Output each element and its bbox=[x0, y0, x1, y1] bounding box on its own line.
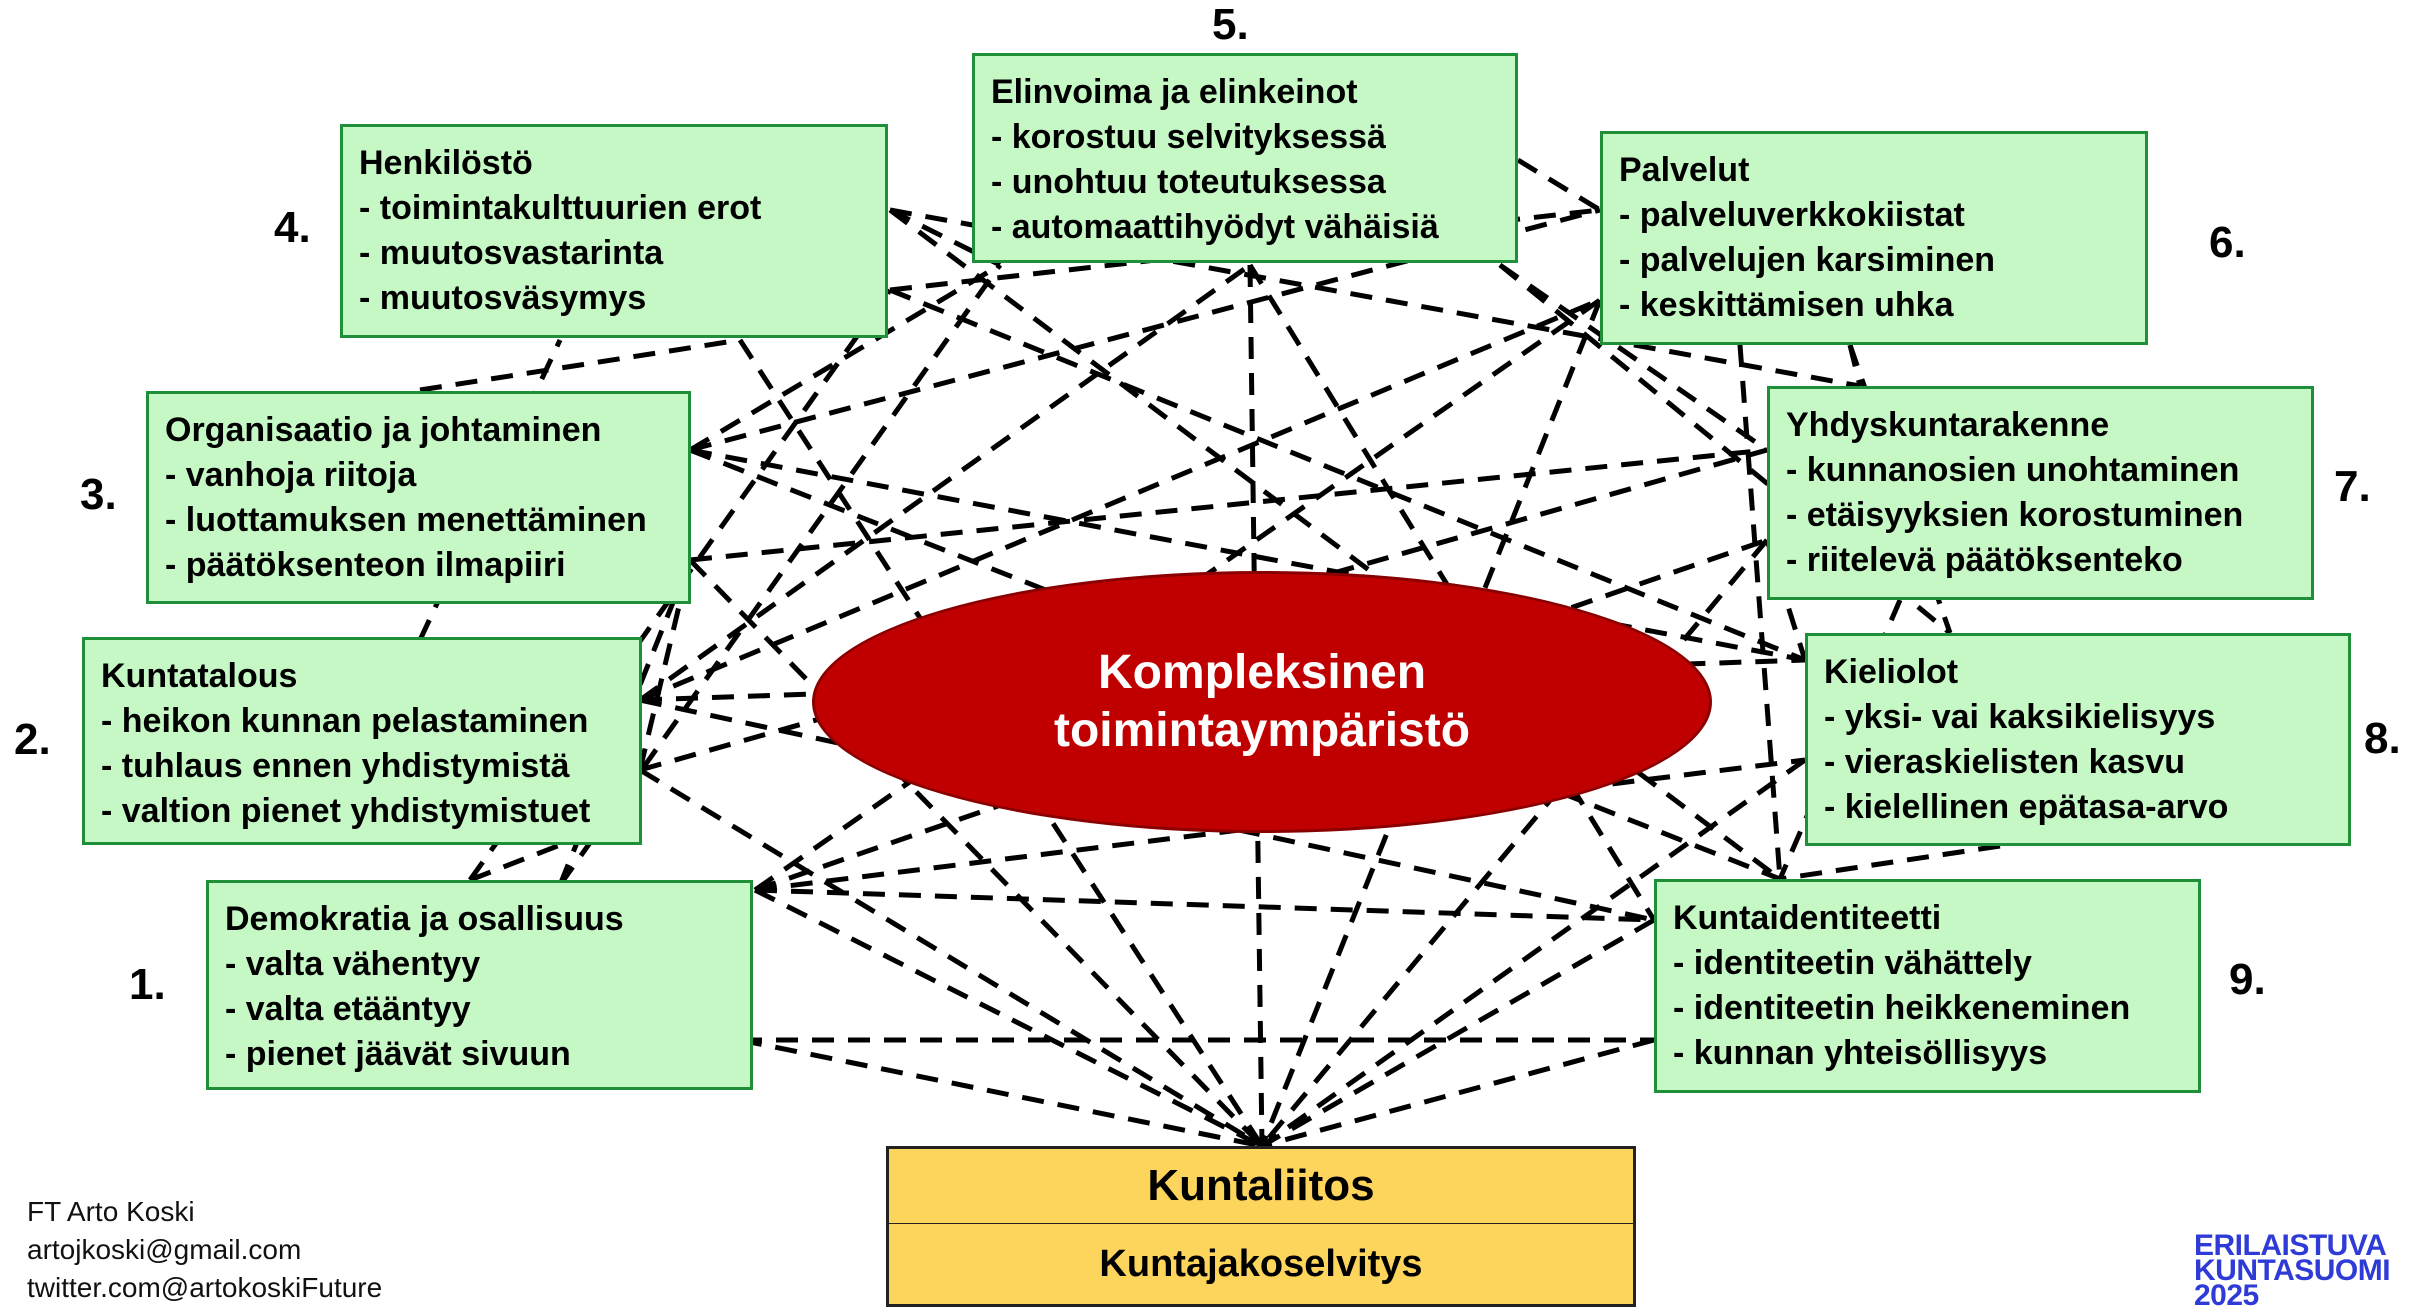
factor-9-item: - kunnan yhteisöllisyys bbox=[1673, 1034, 2048, 1072]
center-ellipse: Kompleksinen toimintaympäristö bbox=[812, 571, 1712, 833]
factor-6-box: Palvelut - palveluverkkokiistat - palvel… bbox=[1600, 131, 2148, 345]
dashed-connection-line bbox=[688, 558, 1264, 1148]
factor-4-number: 4. bbox=[274, 203, 311, 252]
dashed-connection-line bbox=[888, 207, 1002, 268]
factor-1-item: - valta etääntyy bbox=[225, 990, 471, 1028]
dashed-connection-line bbox=[557, 559, 693, 886]
factor-2-title: Kuntatalous bbox=[101, 657, 298, 695]
dashed-connection-line bbox=[888, 208, 1782, 881]
factor-6-item: - palveluverkkokiistat bbox=[1619, 196, 1965, 234]
dashed-connection-line bbox=[689, 447, 1768, 563]
dashed-connection-line bbox=[688, 262, 1002, 453]
logo-line-2: KUNTASUOMI bbox=[2194, 1254, 2391, 1287]
factor-7-number: 7. bbox=[2334, 462, 2371, 511]
dashed-connection-line bbox=[1779, 843, 2001, 882]
factor-1-item: - valta vähentyy bbox=[225, 945, 481, 983]
factor-4-title: Henkilöstö bbox=[359, 144, 533, 182]
dashed-connection-line bbox=[1247, 263, 1657, 922]
factor-3-number: 3. bbox=[80, 470, 117, 519]
author-name: FT Arto Koski bbox=[27, 1196, 195, 1227]
factor-7-item: - riitelevä päätöksenteko bbox=[1786, 541, 2183, 579]
factor-9-item: - identiteetin vähättely bbox=[1673, 944, 2032, 982]
dashed-connection-line bbox=[1516, 157, 1602, 213]
factor-2-box: Kuntatalous - heikon kunnan pelastaminen… bbox=[82, 637, 642, 845]
factor-1-item: - pienet jäävät sivuun bbox=[225, 1035, 571, 1073]
dashed-connection-line bbox=[1498, 262, 1769, 453]
dashed-connection-line bbox=[1737, 344, 1783, 880]
dashed-connection-line bbox=[739, 1037, 1263, 1149]
center-line-2: toimintaympäristö bbox=[1053, 704, 1471, 757]
merger-title: Kuntaliitos bbox=[1147, 1161, 1375, 1210]
merger-subtitle-box: Kuntajakoselvitys bbox=[886, 1224, 1636, 1307]
factor-1-title: Demokratia ja osallisuus bbox=[225, 900, 624, 938]
author-email: artojkoski@gmail.com bbox=[27, 1234, 302, 1265]
factor-9-box: Kuntaidentiteetti - identiteetin vähätte… bbox=[1654, 879, 2201, 1093]
dashed-connection-line bbox=[1847, 344, 1863, 387]
factor-2-item: - heikon kunnan pelastaminen bbox=[101, 702, 589, 740]
factor-6-title: Palvelut bbox=[1619, 151, 1750, 189]
factor-4-box: Henkilöstö - toimintakulttuurien erot - … bbox=[340, 124, 888, 338]
factor-2-number: 2. bbox=[14, 715, 51, 764]
factor-8-item: - kielellinen epätasa-arvo bbox=[1824, 788, 2229, 826]
factor-7-title: Yhdyskuntarakenne bbox=[1786, 406, 2110, 444]
dashed-connection-line bbox=[753, 887, 1264, 1149]
dashed-connection-line bbox=[639, 297, 1601, 703]
factor-3-item: - päätöksenteon ilmapiiri bbox=[165, 546, 566, 584]
dashed-connection-line bbox=[1259, 299, 1603, 1147]
factor-5-box: Elinvoima ja elinkeinot - korostuu selvi… bbox=[972, 53, 1518, 263]
dashed-connection-line bbox=[889, 287, 1806, 663]
factor-1-box: Demokratia ja osallisuus - valta vähenty… bbox=[206, 880, 753, 1090]
merger-title-box: Kuntaliitos bbox=[886, 1146, 1636, 1226]
factor-6-number: 6. bbox=[2209, 218, 2246, 267]
author-twitter: twitter.com@artokoskiFuture bbox=[27, 1272, 383, 1303]
factor-3-title: Organisaatio ja johtaminen bbox=[165, 411, 602, 449]
logo-line-3: 2025 bbox=[2194, 1279, 2259, 1312]
factor-7-box: Yhdyskuntarakenne - kunnanosien unohtami… bbox=[1767, 386, 2314, 600]
factor-5-number: 5. bbox=[1212, 0, 1249, 49]
factor-3-box: Organisaatio ja johtaminen - vanhoja rii… bbox=[146, 391, 691, 604]
factor-7-item: - etäisyyksien korostuminen bbox=[1786, 496, 2244, 534]
dashed-connection-line bbox=[1260, 917, 1656, 1149]
factor-8-number: 8. bbox=[2364, 714, 2401, 763]
factor-3-item: - luottamuksen menettäminen bbox=[165, 501, 647, 539]
factor-8-item: - vieraskielisten kasvu bbox=[1824, 743, 2186, 781]
factor-4-item: - muutosvastarinta bbox=[359, 234, 664, 272]
factor-4-item: - muutosväsymys bbox=[359, 279, 647, 317]
dashed-connection-line bbox=[638, 262, 1252, 703]
factor-5-item: - unohtuu toteutuksessa bbox=[991, 163, 1386, 201]
merger-subtitle: Kuntajakoselvitys bbox=[1099, 1243, 1423, 1285]
dashed-connection-line bbox=[1260, 757, 1807, 1149]
author-credits: FT Arto Koski artojkoski@gmail.com twitt… bbox=[27, 1193, 382, 1307]
factor-3-item: - vanhoja riitoja bbox=[165, 456, 417, 494]
factor-2-item: - valtion pienet yhdistymistuet bbox=[101, 792, 591, 830]
factor-8-item: - yksi- vai kaksikielisyys bbox=[1824, 698, 2216, 736]
factor-8-title: Kieliolot bbox=[1824, 653, 1959, 691]
dashed-connection-line bbox=[1261, 1037, 1655, 1149]
factor-5-item: - automaattihyödyt vähäisiä bbox=[991, 208, 1439, 246]
factor-5-title: Elinvoima ja elinkeinot bbox=[991, 73, 1358, 111]
dashed-connection-line bbox=[419, 337, 741, 393]
factor-5-item: - korostuu selvityksessä bbox=[991, 118, 1386, 156]
dashed-connection-line bbox=[1260, 538, 1769, 1148]
factor-9-number: 9. bbox=[2229, 955, 2266, 1004]
dashed-connection-line bbox=[638, 767, 1264, 1149]
center-line-1: Kompleksinen bbox=[1097, 646, 1427, 699]
logo-line-1: ERILAISTUVA bbox=[2194, 1229, 2387, 1262]
dashed-connection-line bbox=[754, 887, 1655, 923]
factor-6-item: - palvelujen karsiminen bbox=[1619, 241, 1996, 279]
factor-8-box: Kieliolot - yksi- vai kaksikielisyys - v… bbox=[1805, 633, 2351, 846]
erilaistuva-kuntasuomi-logo: ERILAISTUVA KUNTASUOMI 2025 bbox=[2194, 1229, 2391, 1312]
factor-4-item: - toimintakulttuurien erot bbox=[359, 189, 762, 227]
factor-9-title: Kuntaidentiteetti bbox=[1673, 899, 1942, 937]
factor-9-item: - identiteetin heikkeneminen bbox=[1673, 989, 2131, 1027]
dashed-connection-line bbox=[689, 207, 1601, 453]
dashed-connection-line bbox=[754, 757, 1806, 893]
factor-2-item: - tuhlaus ennen yhdistymistä bbox=[101, 747, 570, 785]
dashed-connection-line bbox=[469, 842, 561, 883]
factor-1-number: 1. bbox=[129, 960, 166, 1009]
factor-7-item: - kunnanosien unohtaminen bbox=[1786, 451, 2240, 489]
factor-6-item: - keskittämisen uhka bbox=[1619, 286, 1954, 324]
